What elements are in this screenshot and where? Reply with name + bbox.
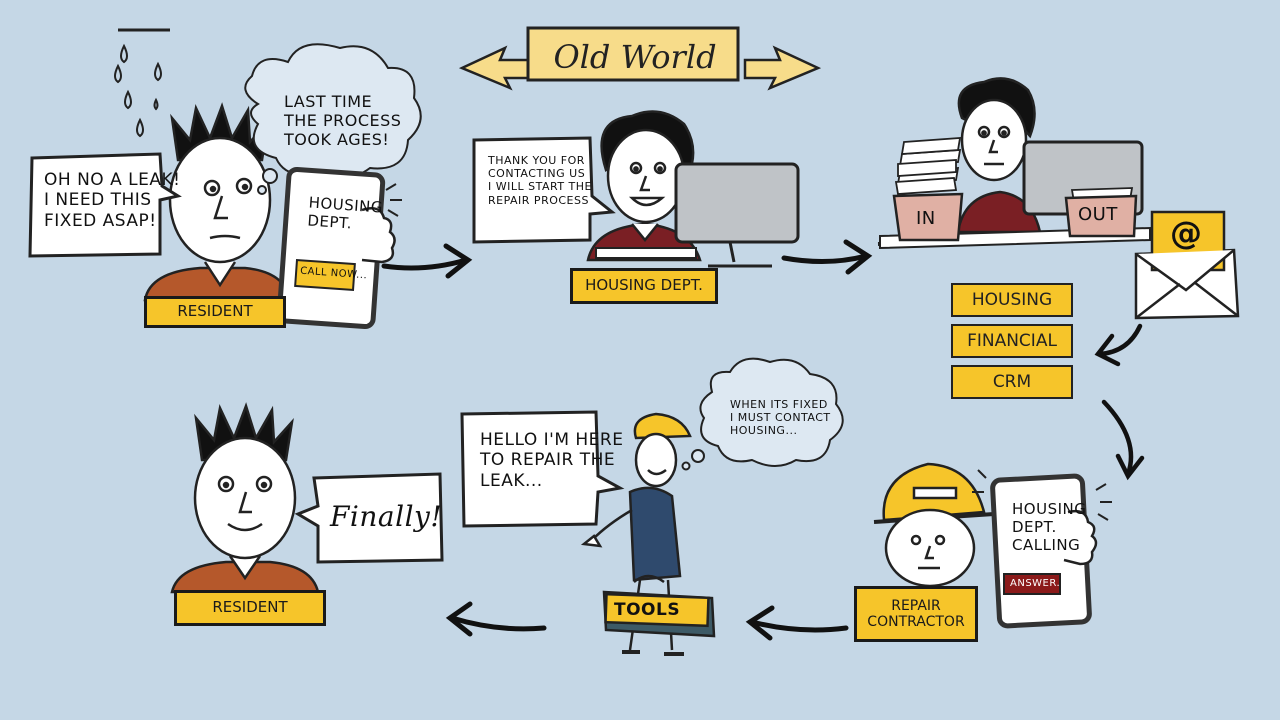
resident-start-phone-text: HOUSING DEPT. <box>306 193 384 233</box>
resident-end-tag: RESIDENT <box>174 590 326 626</box>
system-financial: FINANCIAL <box>951 324 1073 358</box>
resident-start-phone-icon <box>276 166 402 330</box>
housing-agent-speech: THANK YOU FOR CONTACTING US I WILL START… <box>488 154 592 207</box>
contractor-visit-thought-cloud <box>681 357 844 471</box>
resident-start-speech: OH NO A LEAK! I NEED THIS FIXED ASAP! <box>44 170 181 231</box>
housing-agent-speech-bubble <box>472 136 616 244</box>
system-housing: HOUSING <box>951 283 1073 317</box>
contractor-visit-speech: HELLO I'M HERE TO REPAIR THE LEAK... <box>480 430 624 491</box>
email-at-symbol: @ <box>1170 214 1203 252</box>
back-office-figure <box>956 77 1042 234</box>
system-crm: CRM <box>951 365 1073 399</box>
flow-arrow-2 <box>781 239 873 275</box>
flow-arrow-3 <box>1094 323 1143 367</box>
resident-end-speech-bubble <box>294 472 444 564</box>
resident-start-tag: RESIDENT <box>144 296 286 328</box>
in-tray-icon <box>892 137 964 242</box>
page-title: Old World <box>553 38 717 76</box>
resident-start-thought-cloud <box>244 43 422 195</box>
contractor-visit-thought: WHEN ITS FIXED I MUST CONTACT HOUSING... <box>730 398 831 438</box>
title-banner <box>458 26 822 91</box>
answer-button: ANSWER... <box>1010 578 1068 589</box>
repair-contractor-tag: REPAIR CONTRACTOR <box>854 586 978 642</box>
housing-agent-computer-icon <box>595 162 800 268</box>
out-tray-label: OUT <box>1078 204 1118 225</box>
flow-arrow-4 <box>1101 399 1145 481</box>
toolbox-label: TOOLS <box>614 600 681 620</box>
contractor-phone-icon <box>972 469 1112 629</box>
flow-arrow-1 <box>381 243 473 279</box>
resident-start-speech-bubble <box>28 152 182 258</box>
contractor-visit-figure <box>580 412 692 656</box>
contractor-visit-speech-bubble <box>460 410 625 528</box>
housing-dept-tag: HOUSING DEPT. <box>570 268 718 304</box>
contractor-phone-text: HOUSING DEPT. CALLING <box>1012 500 1087 554</box>
leak-drips-icon <box>114 28 170 138</box>
resident-end-speech: Finally! <box>330 500 443 533</box>
email-envelope-icon <box>1134 210 1240 320</box>
toolbox-icon <box>602 574 716 638</box>
flow-arrow-6 <box>445 601 547 637</box>
resident-start-thought: LAST TIME THE PROCESS TOOK AGES! <box>284 92 402 150</box>
in-tray-label: IN <box>916 208 936 229</box>
contractor-figure <box>873 462 995 588</box>
resident-end-figure <box>170 402 320 594</box>
out-tray-icon <box>1064 187 1138 238</box>
flow-arrow-5 <box>745 605 849 641</box>
